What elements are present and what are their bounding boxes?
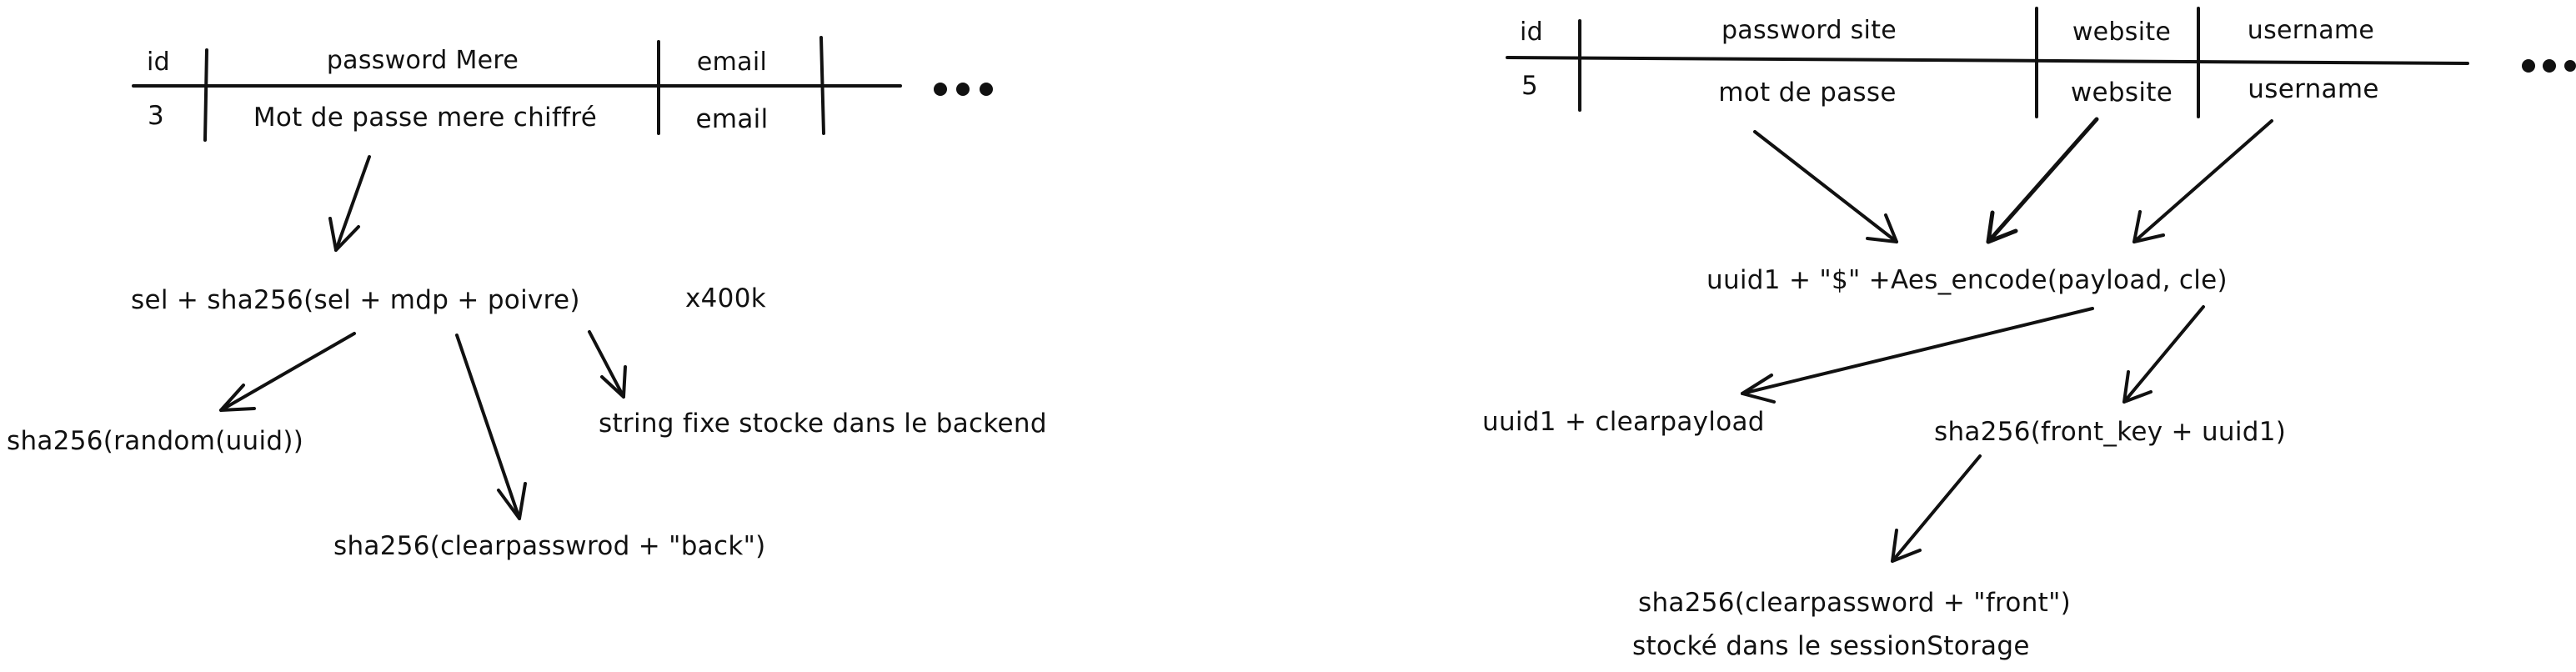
- salt-node: sha256(random(uuid)): [7, 426, 304, 456]
- arrow-password-to-aes: [1753, 130, 1898, 243]
- arrow-password-to-formula: [328, 155, 371, 252]
- aes-formula: uuid1 + "$" +Aes_encode(payload, cle): [1706, 265, 2228, 295]
- right-header-website: website: [2072, 18, 2172, 47]
- arrow-formula-to-mdp: [455, 333, 527, 520]
- right-row-id: 5: [1521, 71, 1539, 101]
- left-ellipsis-dot: [934, 83, 947, 96]
- left-table-col-divider: [819, 36, 825, 135]
- arrow-formula-to-pepper: [588, 330, 627, 399]
- arrow-key-to-front-hash: [1891, 454, 1982, 563]
- left-ellipsis-dot: [956, 83, 970, 96]
- arrow-formula-to-salt: [219, 332, 356, 412]
- mdp-node: sha256(clearpasswrod + "back"): [333, 531, 766, 561]
- right-row-website: website: [2070, 78, 2173, 108]
- right-ellipsis-dot: [2543, 59, 2556, 73]
- left-header-id: id: [147, 48, 170, 77]
- arrow-username-to-aes: [2132, 119, 2273, 243]
- left-iterations: x400k: [685, 283, 766, 313]
- right-header-password: password site: [1721, 16, 1897, 45]
- right-table-header-line: [1506, 56, 2469, 65]
- left-ellipsis-dot: [980, 83, 993, 96]
- left-header-email: email: [696, 48, 768, 77]
- left-row-email: email: [695, 104, 769, 134]
- storage-note: stocké dans le sessionStorage: [1632, 631, 2030, 661]
- pepper-node: string fixe stocke dans le backend: [599, 409, 1047, 439]
- payload-node: uuid1 + clearpayload: [1482, 407, 1765, 437]
- left-row-id: 3: [147, 101, 165, 131]
- left-table-col-divider: [203, 48, 208, 142]
- arrow-aes-to-payload: [1741, 307, 2094, 404]
- arrow-website-to-aes: [1986, 117, 2099, 244]
- right-header-username: username: [2247, 16, 2375, 45]
- right-ellipsis-dot: [2522, 59, 2535, 73]
- arrow-aes-to-key: [2122, 305, 2205, 404]
- left-formula: sel + sha256(sel + mdp + poivre): [131, 285, 580, 315]
- left-row-password: Mot de passe mere chiffré: [253, 103, 598, 133]
- right-header-id: id: [1520, 18, 1543, 47]
- left-header-password: password Mere: [326, 46, 519, 75]
- right-ellipsis-dot: [2564, 60, 2576, 72]
- right-row-username: username: [2248, 74, 2379, 104]
- front-hash-node: sha256(clearpassword + "front"): [1638, 588, 2072, 618]
- key-node: sha256(front_key + uuid1): [1934, 417, 2287, 447]
- right-row-password: mot de passe: [1718, 78, 1897, 108]
